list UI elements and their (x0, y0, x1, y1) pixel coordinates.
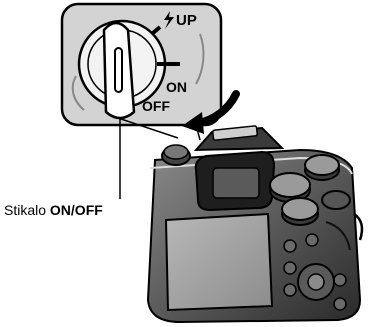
camera-illustration (148, 126, 362, 322)
caption-prefix: Stikalo (4, 202, 50, 218)
switch-lever-icon (104, 23, 134, 118)
label-off: OFF (142, 98, 170, 114)
label-on: ON (166, 79, 187, 95)
label-up: UP (176, 12, 197, 29)
caption-bold: ON/OFF (50, 202, 103, 218)
caption-on-off-switch: Stikalo ON/OFF (4, 202, 103, 218)
